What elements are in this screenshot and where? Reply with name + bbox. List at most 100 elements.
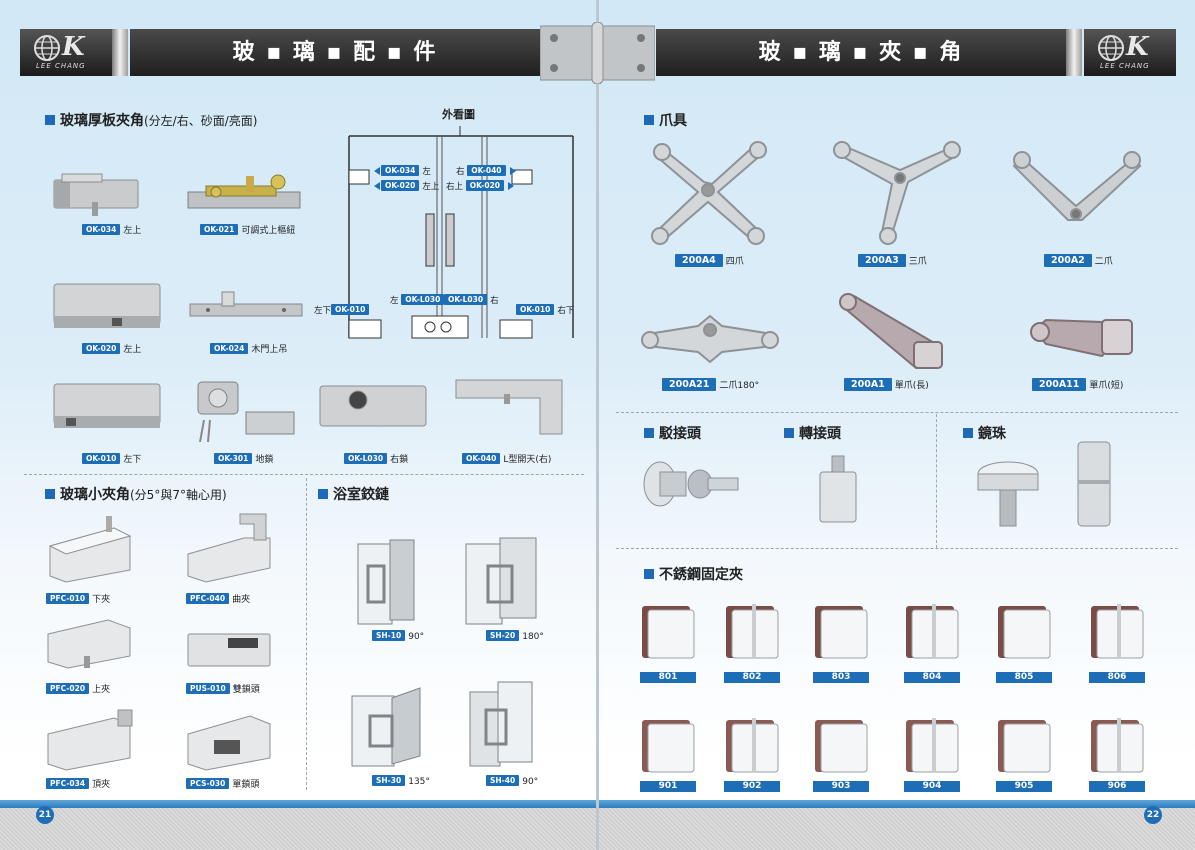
clamp-805-tag: 805 <box>996 672 1052 683</box>
clamp-803-tag: 803 <box>813 672 869 683</box>
pus-010-image <box>187 633 271 667</box>
right-header-bar: 玻 ▪ 璃 ▪ 夾 ▪ 角 <box>656 29 1066 76</box>
clamp-904-image <box>906 718 959 773</box>
section-bullet-icon <box>644 428 654 438</box>
left-footer-pattern <box>0 800 597 850</box>
right-footer-stripe <box>598 800 1195 808</box>
clamp-903-image <box>815 720 868 773</box>
left-footer-stripe <box>0 800 597 808</box>
connector-section-title: 駁接頭 <box>644 423 701 443</box>
pfc-040-image <box>187 513 271 583</box>
clamp-903-tag: 903 <box>813 781 869 792</box>
ok-301-image <box>197 381 295 443</box>
right-divider-vertical <box>936 414 937 548</box>
right-header-trim <box>1066 29 1082 76</box>
clamp-905-image <box>998 720 1051 773</box>
clamp-806-image <box>1091 604 1144 659</box>
hinge-section-title: 浴室鉸鏈 <box>318 484 389 504</box>
swivel-section-title: 轉接頭 <box>784 423 841 443</box>
section-bullet-icon <box>644 569 654 579</box>
clamp-806-tag: 806 <box>1089 672 1145 683</box>
right-page-title: 玻 ▪ 璃 ▪ 夾 ▪ 角 <box>758 40 964 65</box>
left-header-trim <box>112 29 128 76</box>
clamp-803-image <box>815 606 868 659</box>
pfc-020-image <box>47 619 131 669</box>
standoff-image <box>1077 441 1111 527</box>
globe-icon <box>1098 35 1124 61</box>
left-divider-horizontal <box>24 474 584 475</box>
left-logo-text: LEE CHANG <box>36 62 86 70</box>
clamp-802-image <box>726 604 779 659</box>
left-divider-vertical <box>306 478 307 790</box>
sh-40-image <box>469 681 533 767</box>
spider-200a2-image <box>1012 151 1142 221</box>
clamp-906-image <box>1091 718 1144 773</box>
section-bullet-icon <box>318 489 328 499</box>
pfc-034-image <box>47 709 133 771</box>
ok-020-image <box>53 283 161 328</box>
section-bullet-icon <box>45 489 55 499</box>
left-header-bar: 玻 ▪ 璃 ▪ 配 ▪ 件 <box>130 29 540 76</box>
pcs-030-image <box>187 715 271 771</box>
mirror-section-title: 鏡珠 <box>963 423 1006 443</box>
clamp-804-image <box>906 604 959 659</box>
section-bullet-icon <box>644 115 654 125</box>
ok-040-image <box>455 379 563 435</box>
clamp-902-image <box>726 718 779 773</box>
globe-icon <box>34 35 60 61</box>
ok-034-image <box>53 173 139 216</box>
thick-clamp-section-title: 玻璃厚板夾角(分左/右、砂面/亮面) <box>45 110 257 130</box>
right-divider-1 <box>616 412 1178 413</box>
connector-image <box>643 461 739 507</box>
ok-021-image <box>187 174 301 209</box>
section-bullet-icon <box>45 115 55 125</box>
sh-10-image <box>357 539 415 625</box>
clamp-801-image <box>642 606 695 659</box>
spider-200a1-image <box>839 293 943 370</box>
clamp-section-title: 不銹鋼固定夾 <box>644 564 743 584</box>
logo-k-mark: K <box>1126 32 1149 62</box>
door-diagram-title: 外看圖 <box>442 108 475 121</box>
door-label-ok-l030-left: 左 OK-L030 <box>390 294 447 306</box>
ok-l030-image <box>319 385 427 427</box>
clamp-805-image <box>998 606 1051 659</box>
left-page-title: 玻 ▪ 璃 ▪ 配 ▪ 件 <box>232 40 438 65</box>
right-page-number: 22 <box>1144 806 1162 824</box>
ok-024-image <box>189 291 303 317</box>
clamp-802-tag: 802 <box>724 672 780 683</box>
ok-010-image <box>53 383 161 428</box>
clamp-902-tag: 902 <box>724 781 780 792</box>
logo-k-mark: K <box>62 32 85 62</box>
clamp-804-tag: 804 <box>904 672 960 683</box>
clamp-901-tag: 901 <box>640 781 696 792</box>
small-clamp-section-title: 玻璃小夾角(分5°與7°軸心用) <box>45 484 227 504</box>
spider-200a11-image <box>1030 318 1133 358</box>
spider-200a21-image <box>641 314 779 364</box>
swivel-image <box>819 455 857 523</box>
sh-20-image <box>465 537 537 625</box>
